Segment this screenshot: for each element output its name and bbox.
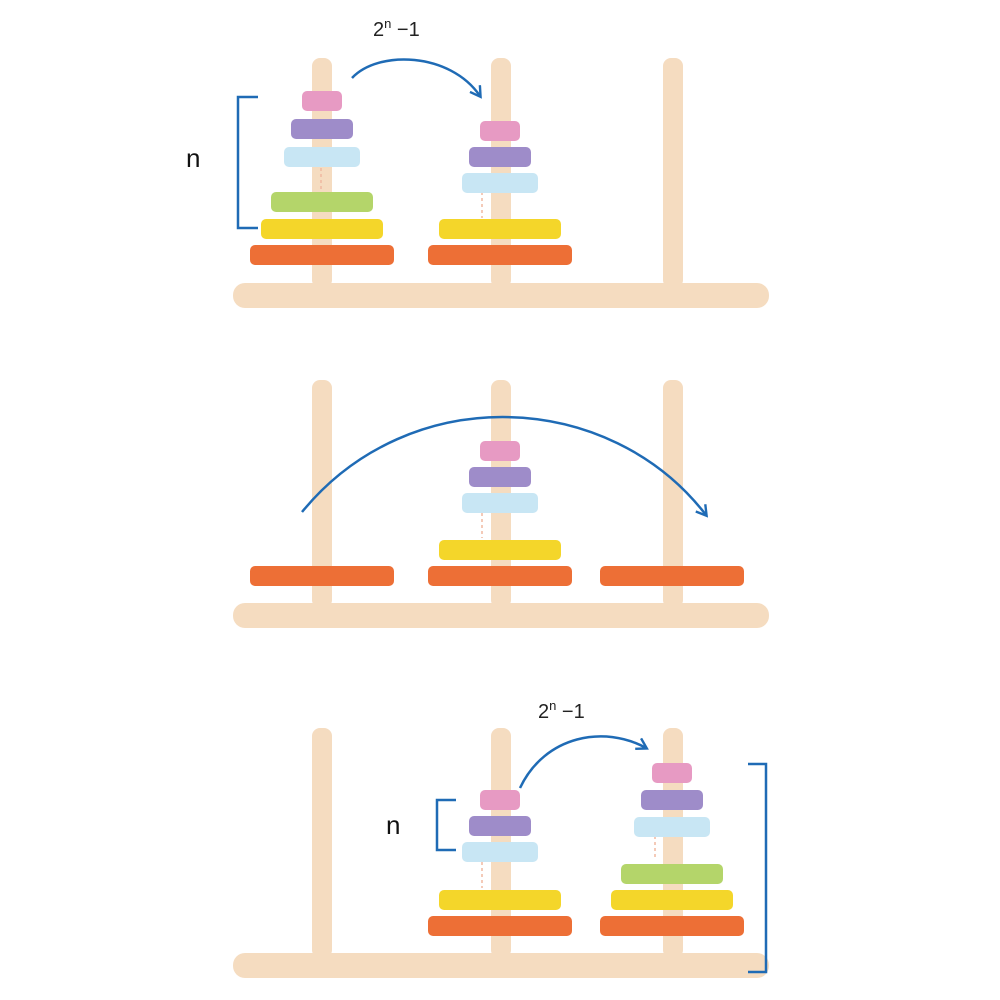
panel-2 — [233, 380, 769, 628]
purple-disk — [469, 816, 531, 836]
base-board — [233, 603, 769, 628]
n-label: n — [186, 143, 200, 173]
lightblue-disk — [462, 842, 538, 862]
panel-3: 2n −1 n — [233, 698, 769, 978]
disk-group — [250, 441, 744, 586]
yellow-disk — [611, 890, 733, 910]
base-board — [233, 283, 769, 308]
orange-disk — [600, 916, 744, 936]
pink-disk — [480, 441, 520, 461]
purple-disk — [469, 147, 531, 167]
pink-disk — [652, 763, 692, 783]
lightblue-disk — [462, 493, 538, 513]
pink-disk — [480, 790, 520, 810]
disk-group — [250, 91, 572, 265]
orange-disk — [600, 566, 744, 586]
n-label: n — [386, 810, 400, 840]
yellow-disk — [261, 219, 383, 239]
formula-label: 2n −1 — [538, 698, 585, 723]
total-bracket — [748, 762, 768, 974]
pink-disk — [480, 121, 520, 141]
green-disk — [621, 864, 723, 884]
peg-1 — [312, 728, 332, 958]
lightblue-disk — [462, 173, 538, 193]
move-arrow — [301, 415, 706, 515]
orange-disk — [250, 245, 394, 265]
yellow-disk — [439, 890, 561, 910]
peg-1 — [312, 380, 332, 608]
yellow-disk — [439, 540, 561, 560]
n-bracket — [435, 798, 456, 852]
yellow-disk — [439, 219, 561, 239]
move-arrow — [351, 58, 480, 96]
formula-label: 2n −1 — [373, 16, 420, 41]
purple-disk — [469, 467, 531, 487]
disk-group — [428, 763, 744, 936]
purple-disk — [641, 790, 703, 810]
peg-3 — [663, 380, 683, 608]
panel-1: 2n −1 n — [186, 16, 769, 308]
peg-3 — [663, 58, 683, 288]
green-disk — [271, 192, 373, 212]
n-bracket — [236, 95, 258, 230]
orange-disk — [428, 245, 572, 265]
orange-disk — [428, 566, 572, 586]
lightblue-disk — [284, 147, 360, 167]
move-arrow — [518, 735, 646, 789]
purple-disk — [291, 119, 353, 139]
orange-disk — [428, 916, 572, 936]
base-board — [233, 953, 769, 978]
pink-disk — [302, 91, 342, 111]
lightblue-disk — [634, 817, 710, 837]
orange-disk — [250, 566, 394, 586]
